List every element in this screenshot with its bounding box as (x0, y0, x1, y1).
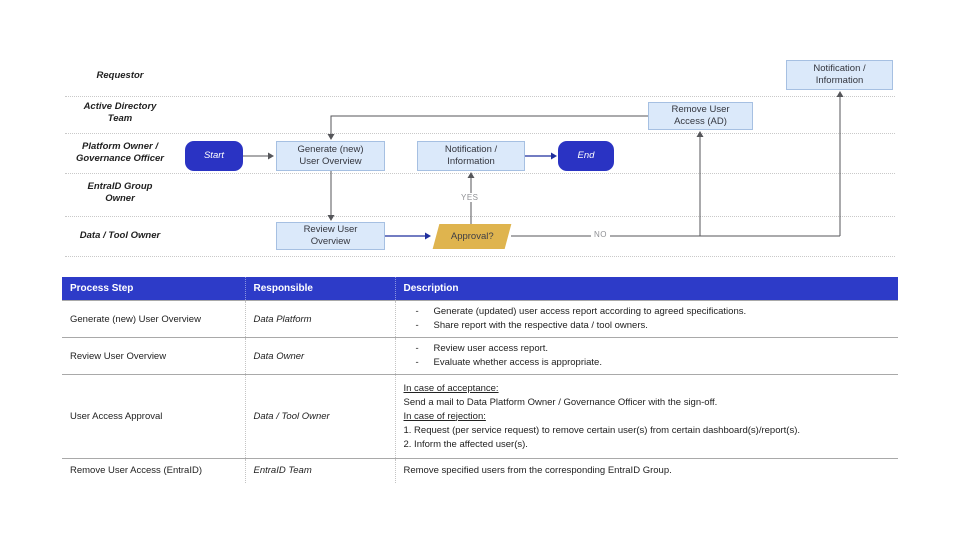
cell-process-step: Review User Overview (70, 350, 167, 362)
cell-responsible: Data / Tool Owner (244, 374, 395, 459)
edge-notification-to-end (525, 152, 557, 160)
cell-process-step: User Access Approval (70, 411, 163, 422)
lane-divider (65, 173, 895, 174)
description-line: In case of rejection: (403, 410, 486, 422)
description-line: -Review user access report. (415, 343, 549, 354)
process-table-header-row: Process Step Responsible Description (62, 277, 898, 301)
flow-connectors (243, 91, 844, 240)
header-process-step: Process Step (62, 277, 245, 301)
review-user-overview-node: Review User Overview (276, 222, 385, 250)
edge-approval-no-branch (511, 91, 844, 237)
approval-decision-node: Approval? (432, 224, 512, 249)
lane-divider (65, 96, 895, 97)
process-table-body: Generate (new) User Overview Data Platfo… (62, 300, 898, 483)
notification-information-top-node: Notification / Information (786, 60, 893, 90)
header-responsible: Responsible (244, 277, 395, 301)
description-line: -Generate (updated) user access report a… (415, 306, 747, 317)
flowchart: Requestor Active Directory Team Platform… (65, 60, 895, 257)
lane-label-requestor: Requestor (96, 70, 144, 81)
lane-divider (65, 256, 895, 257)
lane-label-active-directory: Active Directory Team (83, 101, 157, 124)
cell-process-step: Remove User Access (EntraID) (70, 465, 202, 477)
edge-start-to-generate (243, 152, 274, 160)
generate-user-overview-node: Generate (new) User Overview (276, 141, 385, 171)
cell-responsible: Data Platform (244, 300, 395, 338)
cell-process-step: Generate (new) User Overview (70, 313, 201, 325)
edge-review-to-approval (385, 232, 431, 240)
lane-label-platform-owner: Platform Owner / Governance Officer (75, 141, 164, 164)
cell-description: -Generate (updated) user access report a… (394, 300, 898, 338)
table-row: User Access Approval Data / Tool Owner I… (62, 374, 898, 459)
end-node: End (558, 141, 614, 171)
header-description: Description (394, 277, 898, 301)
description-line: Remove specified users from the correspo… (403, 464, 672, 476)
remove-user-access-ad-node: Remove User Access (AD) (648, 102, 753, 130)
description-line: Send a mail to Data Platform Owner / Gov… (403, 396, 718, 408)
lane-divider (65, 216, 895, 217)
cell-responsible: Data Owner (244, 337, 395, 375)
approval-decision-label: Approval? (450, 230, 494, 242)
edge-label-yes: YES (458, 193, 482, 202)
lane-divider (65, 133, 895, 134)
description-line: -Evaluate whether access is appropriate. (415, 357, 602, 368)
table-row: Remove User Access (EntraID) EntraID Tea… (62, 458, 898, 483)
lane-label-entraid-owner: EntraID Group Owner (87, 181, 153, 204)
edge-removead-to-generate (327, 115, 648, 140)
edge-label-no: NO (591, 230, 610, 239)
process-table: Process Step Responsible Description Gen… (62, 277, 898, 483)
table-row: Generate (new) User Overview Data Platfo… (62, 300, 898, 338)
table-row: Review User Overview Data Owner -Review … (62, 337, 898, 375)
edge-generate-to-review (327, 171, 335, 221)
notification-information-node: Notification / Information (417, 141, 525, 171)
description-line: 1. Request (per service request) to remo… (403, 424, 801, 436)
description-line: 2. Inform the affected user(s). (403, 438, 528, 450)
cell-responsible: EntraID Team (244, 458, 395, 483)
description-line: -Share report with the respective data /… (415, 320, 648, 331)
cell-description: -Review user access report. -Evaluate whe… (394, 337, 898, 375)
description-line: In case of acceptance: (403, 382, 499, 394)
lane-label-data-tool-owner: Data / Tool Owner (79, 230, 161, 241)
cell-description: In case of acceptance: Send a mail to Dat… (394, 374, 898, 459)
cell-description: Remove specified users from the correspo… (394, 458, 898, 483)
start-node: Start (185, 141, 243, 171)
